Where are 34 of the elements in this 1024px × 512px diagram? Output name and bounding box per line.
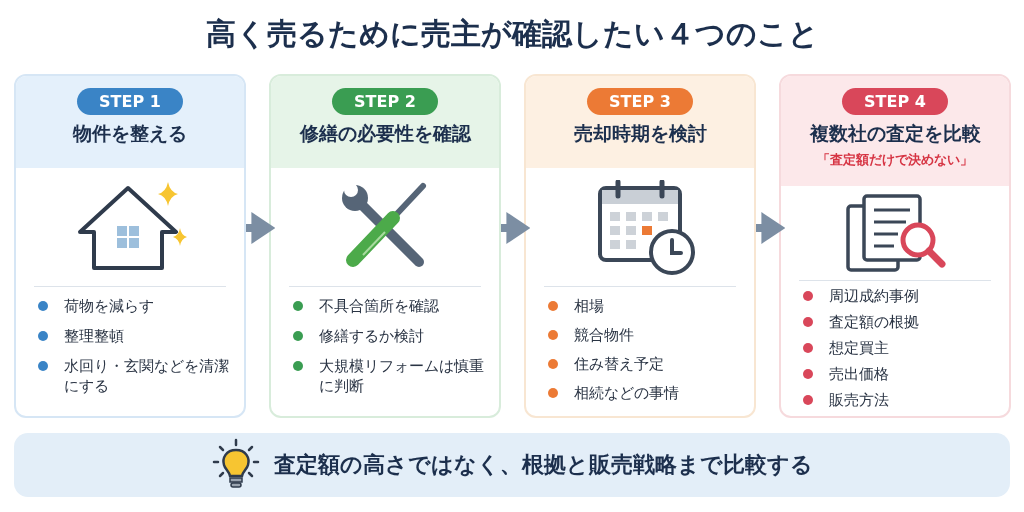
card-subtitle: 「査定額だけで決めない」 <box>817 151 973 169</box>
bullet-item: 想定買主 <box>803 338 995 358</box>
bullet-item: 整理整頓 <box>38 326 230 346</box>
step-badge: STEP 1 <box>77 88 183 115</box>
bullet-item: 販売方法 <box>803 390 995 410</box>
chevron-arrow <box>246 212 276 244</box>
bullet-item: 不具合箇所を確認 <box>293 296 485 316</box>
step-card <box>269 74 501 418</box>
bullet-item: 周辺成約事例 <box>803 286 995 306</box>
bullet-item: 大規模リフォームは慎重に判断 <box>293 356 485 396</box>
step-card <box>14 74 246 418</box>
step-badge: STEP 2 <box>332 88 438 115</box>
step-card <box>779 74 1011 418</box>
bullet-item: 査定額の根拠 <box>803 312 995 332</box>
bullet-item: 荷物を減らす <box>38 296 230 316</box>
step-card <box>524 74 756 418</box>
chevron-arrow <box>501 212 531 244</box>
tip-banner <box>14 433 1010 497</box>
step-badge: STEP 3 <box>587 88 693 115</box>
step-badge: STEP 4 <box>842 88 948 115</box>
bullet-item: 住み替え予定 <box>548 354 740 374</box>
chevron-arrow <box>756 212 786 244</box>
bullet-item: 修繕するか検討 <box>293 326 485 346</box>
card-heading: 複数社の査定を比較 <box>809 121 981 146</box>
bullet-item: 相場 <box>548 296 740 316</box>
bullet-item: 相続などの事情 <box>548 383 740 403</box>
card-heading: 物件を整える <box>73 121 187 146</box>
bullet-item: 水回り・玄関などを清潔にする <box>38 356 230 396</box>
summary-text: 査定額の高さではなく、根拠と販売戦略まで比較する <box>273 451 813 479</box>
bullet-item: 売出価格 <box>803 364 995 384</box>
card-heading: 修繕の必要性を確認 <box>299 121 471 146</box>
bullet-item: 競合物件 <box>548 325 740 345</box>
title: 高く売るために売主が確認したい４つのこと <box>204 15 820 53</box>
card-heading: 売却時期を検討 <box>573 121 707 146</box>
